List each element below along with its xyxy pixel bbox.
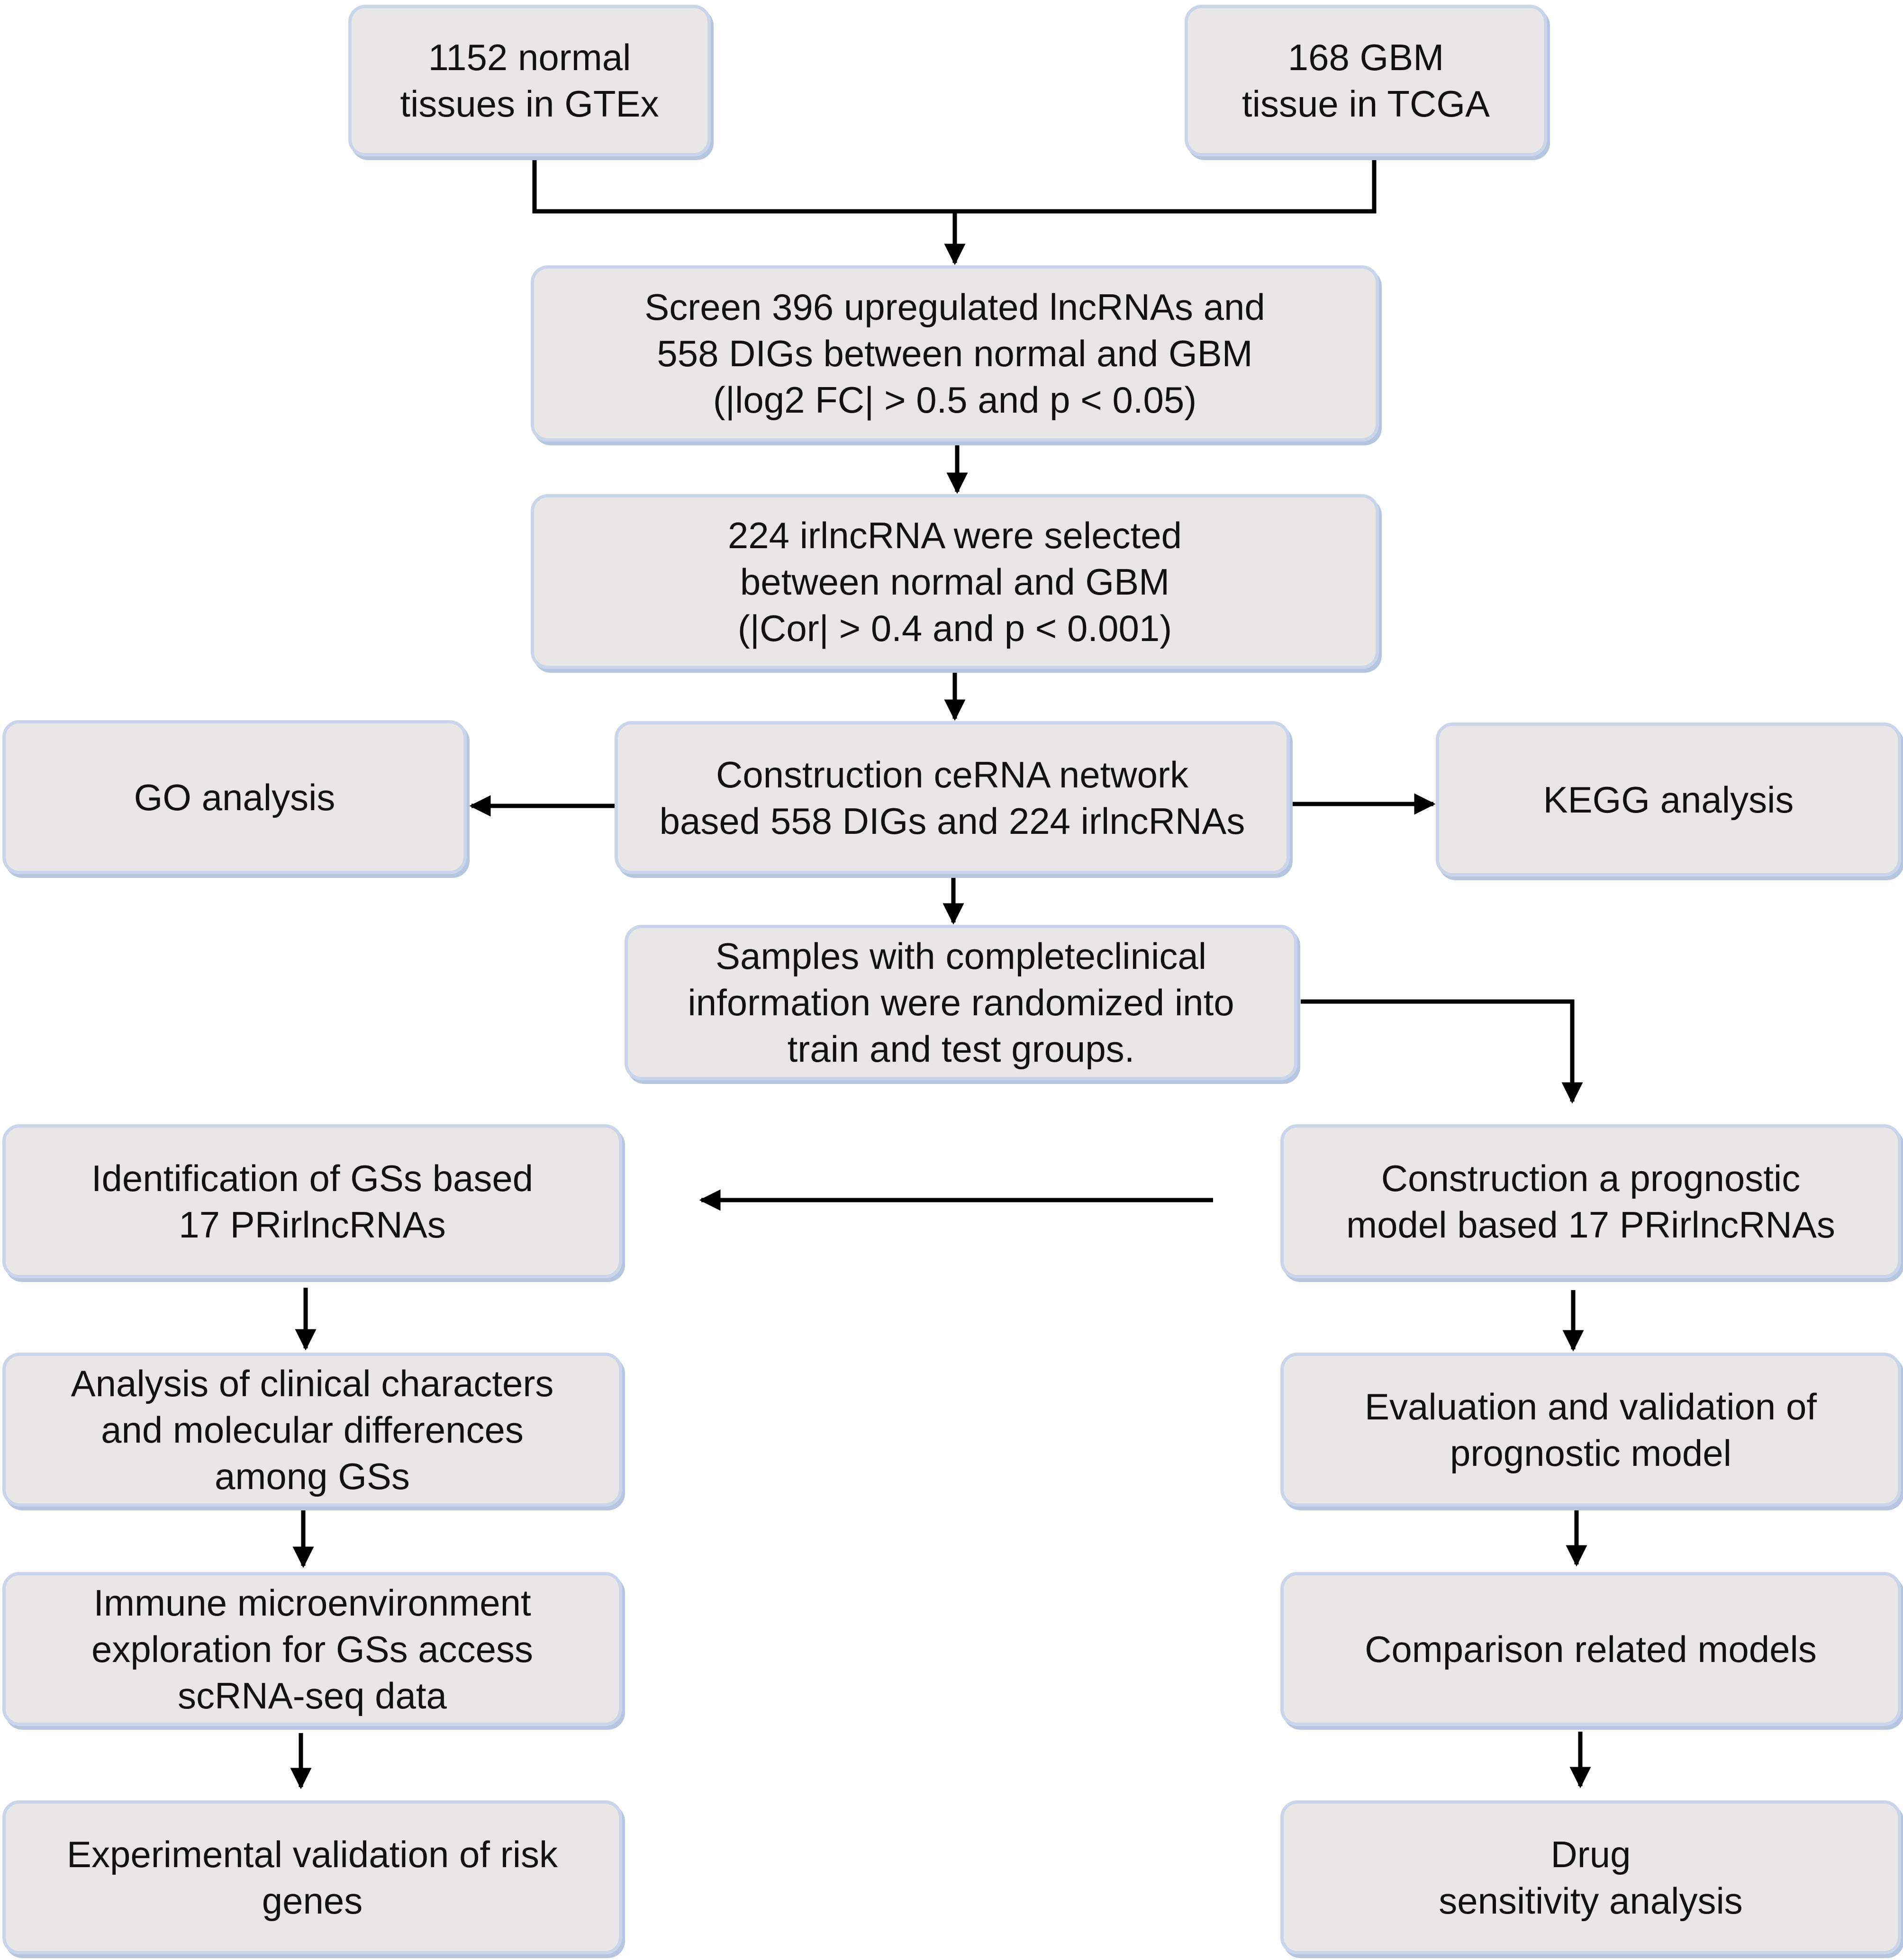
node-cerna-label: Construction ceRNA network based 558 DIG… <box>659 753 1245 842</box>
node-irlnc: 224 irlncRNA were selected between norma… <box>531 494 1379 669</box>
node-cerna: Construction ceRNA network based 558 DIG… <box>615 721 1290 874</box>
connector-tcga-to-screen <box>955 156 1377 214</box>
node-samples: Samples with completeclinical informatio… <box>625 925 1297 1080</box>
node-eval: Evaluation and validation of prognostic … <box>1280 1353 1901 1507</box>
arrow-samples-to-model <box>1301 999 1583 1104</box>
node-model-label: Construction a prognostic model based 17… <box>1346 1157 1835 1246</box>
node-gtex: 1152 normal tissues in GTEx <box>348 5 711 156</box>
node-model: Construction a prognostic model based 17… <box>1280 1124 1901 1278</box>
node-immune: Immune microenvironment exploration for … <box>2 1572 622 1726</box>
node-exp-label: Experimental validation of risk genes <box>66 1833 558 1922</box>
node-tcga-label: 168 GBM tissue in TCGA <box>1241 36 1490 125</box>
node-samples-label: Samples with completeclinical informatio… <box>688 935 1234 1070</box>
node-gs-label: Identification of GSs based 17 PRirlncRN… <box>91 1157 534 1246</box>
node-clinical-label: Analysis of clinical characters and mole… <box>71 1362 554 1497</box>
node-gs: Identification of GSs based 17 PRirlncRN… <box>2 1124 622 1278</box>
node-kegg: KEGG analysis <box>1436 723 1901 876</box>
connector-gtex-to-screen <box>532 156 955 214</box>
node-drug: Drug sensitivity analysis <box>1280 1800 1901 1954</box>
node-drug-label: Drug sensitivity analysis <box>1439 1833 1743 1922</box>
node-tcga: 168 GBM tissue in TCGA <box>1185 5 1547 156</box>
node-go-label: GO analysis <box>134 776 335 818</box>
node-kegg-label: KEGG analysis <box>1543 778 1794 821</box>
node-eval-label: Evaluation and validation of prognostic … <box>1364 1385 1817 1474</box>
node-compare: Comparison related models <box>1280 1572 1901 1726</box>
node-screen: Screen 396 upregulated lncRNAs and 558 D… <box>531 265 1379 442</box>
node-immune-label: Immune microenvironment exploration for … <box>91 1581 534 1716</box>
node-exp: Experimental validation of risk genes <box>2 1800 622 1954</box>
node-clinical: Analysis of clinical characters and mole… <box>2 1353 622 1507</box>
node-gtex-label: 1152 normal tissues in GTEx <box>400 36 659 125</box>
node-go: GO analysis <box>2 720 467 874</box>
node-irlnc-label: 224 irlncRNA were selected between norma… <box>727 514 1182 649</box>
node-screen-label: Screen 396 upregulated lncRNAs and 558 D… <box>644 286 1265 421</box>
node-compare-label: Comparison related models <box>1365 1628 1817 1670</box>
